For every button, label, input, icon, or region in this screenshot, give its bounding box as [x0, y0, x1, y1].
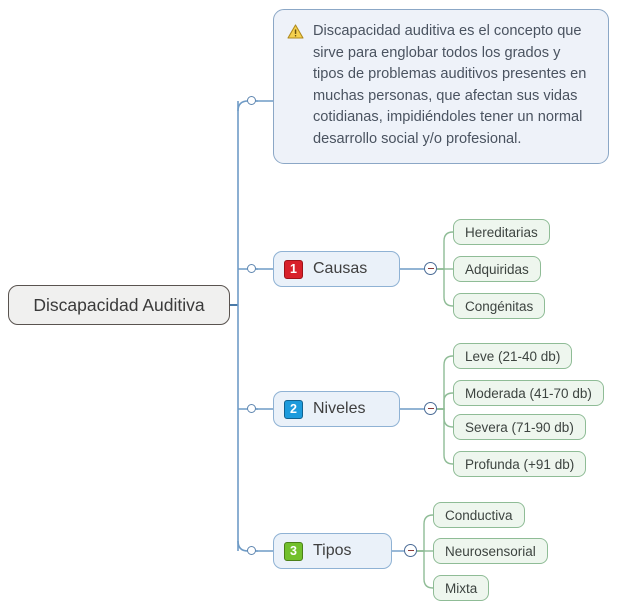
- leaf-node-adquiridas[interactable]: Adquiridas: [453, 256, 541, 282]
- leaf-label-conductiva: Conductiva: [445, 507, 513, 523]
- leaf-label-mixta: Mixta: [445, 580, 478, 596]
- collapse-handle-tipos[interactable]: [247, 546, 256, 555]
- root-node-label: Discapacidad Auditiva: [33, 294, 205, 315]
- branch-number-badge-2: 2: [284, 399, 303, 419]
- note-node[interactable]: Discapacidad auditiva es el concepto que…: [273, 9, 609, 164]
- leaf-node-hereditarias[interactable]: Hereditarias: [453, 219, 550, 245]
- collapse-handle-niveles-children[interactable]: [424, 402, 437, 415]
- collapse-handle-tipos-children[interactable]: [404, 544, 417, 557]
- branch-node-niveles[interactable]: 2 Niveles: [273, 391, 400, 427]
- leaf-label-adquiridas: Adquiridas: [465, 261, 529, 277]
- leaf-label-neurosensorial: Neurosensorial: [445, 543, 536, 559]
- collapse-handle-niveles[interactable]: [247, 404, 256, 413]
- branch-number-badge-3: 3: [284, 541, 303, 561]
- leaf-label-leve: Leve (21-40 db): [465, 348, 561, 364]
- leaf-node-conductiva[interactable]: Conductiva: [433, 502, 525, 528]
- leaf-label-severa: Severa (71-90 db): [465, 419, 574, 435]
- collapse-handle-note[interactable]: [247, 96, 256, 105]
- leaf-node-severa[interactable]: Severa (71-90 db): [453, 414, 586, 440]
- leaf-label-hereditarias: Hereditarias: [465, 224, 538, 240]
- branch-label-causas: Causas: [313, 260, 368, 277]
- leaf-node-profunda[interactable]: Profunda (+91 db): [453, 451, 587, 477]
- leaf-node-congenitas[interactable]: Congénitas: [453, 293, 546, 319]
- note-text: Discapacidad auditiva es el concepto que…: [313, 23, 587, 147]
- collapse-handle-causas[interactable]: [247, 264, 256, 273]
- leaf-node-leve[interactable]: Leve (21-40 db): [453, 343, 573, 369]
- branch-number-badge-1: 1: [284, 259, 303, 279]
- branch-node-causas[interactable]: 1 Causas: [273, 251, 400, 287]
- branch-label-tipos: Tipos: [313, 542, 352, 559]
- root-node[interactable]: Discapacidad Auditiva: [8, 285, 230, 325]
- leaf-label-moderada: Moderada (41-70 db): [465, 385, 592, 401]
- collapse-handle-causas-children[interactable]: [424, 262, 437, 275]
- leaf-node-moderada[interactable]: Moderada (41-70 db): [453, 380, 604, 406]
- leaf-label-congenitas: Congénitas: [465, 298, 534, 314]
- branch-label-niveles: Niveles: [313, 400, 366, 417]
- leaf-node-mixta[interactable]: Mixta: [433, 575, 490, 601]
- branch-node-tipos[interactable]: 3 Tipos: [273, 533, 392, 569]
- leaf-node-neurosensorial[interactable]: Neurosensorial: [433, 538, 548, 564]
- leaf-label-profunda: Profunda (+91 db): [465, 456, 575, 472]
- warning-triangle-icon: [287, 24, 304, 44]
